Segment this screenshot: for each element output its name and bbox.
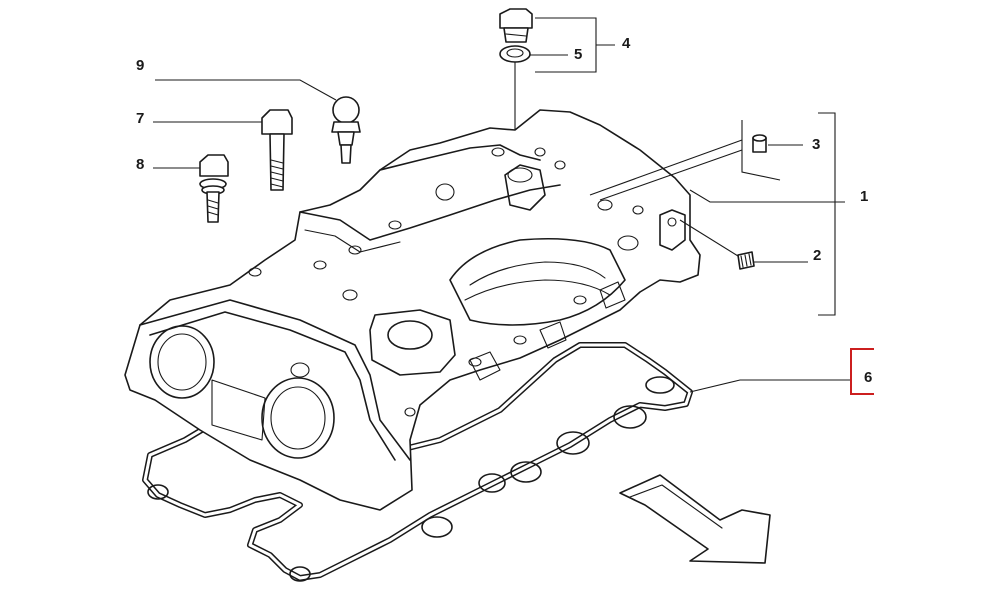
callout-4: 4 [622, 35, 631, 52]
plug-screw[interactable] [499, 8, 533, 43]
front-direction-arrow-icon [619, 474, 771, 564]
callout-8: 8 [136, 156, 144, 173]
sealing-washer[interactable] [499, 45, 531, 63]
grub-screw[interactable] [737, 251, 755, 270]
oil-filler-boss [369, 309, 456, 376]
camshaft-bore-left [149, 325, 215, 399]
callout-7: 7 [136, 110, 144, 127]
camshaft-bore-right [261, 377, 335, 459]
callout-6-highlight [850, 348, 874, 395]
callout-1: 1 [860, 188, 868, 205]
long-bolt[interactable] [261, 109, 293, 191]
leader-lines [153, 17, 850, 393]
callout-3: 3 [812, 136, 820, 153]
gasket-seal-rings [147, 376, 675, 582]
callout-5: 5 [574, 46, 582, 63]
bolt-with-washer[interactable] [199, 154, 229, 223]
cover-bolt-holes [248, 147, 644, 417]
ball-stud[interactable] [331, 96, 361, 164]
valve-cover-gasket[interactable] [142, 342, 693, 582]
valve-cover[interactable] [124, 109, 701, 511]
callout-2: 2 [813, 247, 821, 264]
callout-9: 9 [136, 57, 144, 74]
callout-6[interactable]: 6 [864, 369, 872, 386]
dowel-sleeve[interactable] [752, 134, 767, 153]
